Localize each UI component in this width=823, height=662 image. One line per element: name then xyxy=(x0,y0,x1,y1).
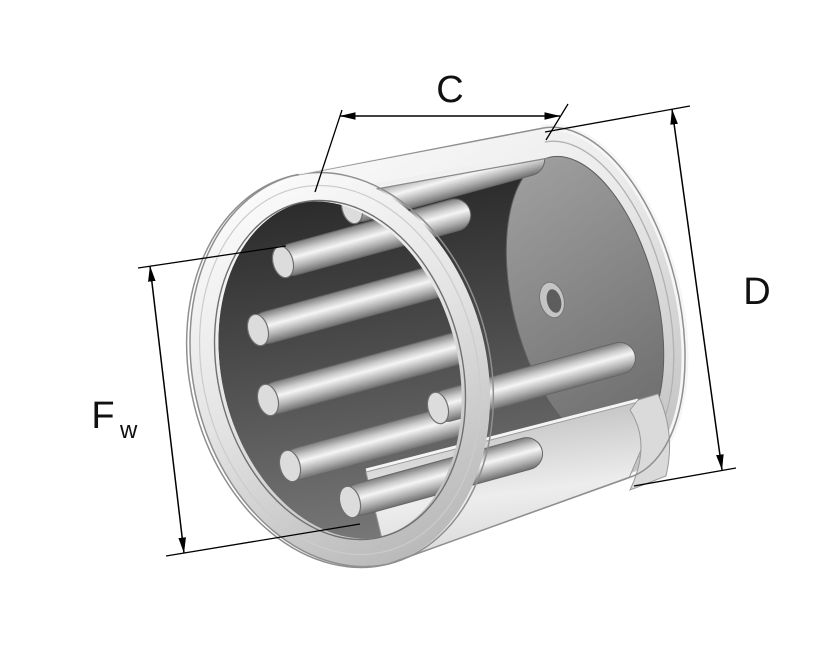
front-ring-crease xyxy=(198,184,482,556)
fw-extension-line-top xyxy=(137,245,287,269)
fw-dimension-line xyxy=(148,265,186,554)
roller-end-cap xyxy=(338,485,362,519)
shell-cut-edge-bottom-highlight xyxy=(365,398,639,472)
roller-end-cap xyxy=(246,313,270,347)
needle-roller xyxy=(271,198,472,279)
cup-body-outline xyxy=(189,126,686,568)
c-extension-line-left xyxy=(314,109,343,193)
dimension-label-fw-sub: w xyxy=(119,417,138,444)
roller-end-cap xyxy=(426,391,450,425)
cup-top-highlight xyxy=(297,123,538,175)
front-ring-inner-outline xyxy=(213,199,467,541)
fw-extension-line-bottom xyxy=(165,523,361,557)
c-extension-line-right xyxy=(545,103,569,141)
dimensions xyxy=(137,103,737,557)
d-extension-line-bottom xyxy=(633,467,737,487)
roller-end-cap xyxy=(256,383,280,417)
roller-end-cap xyxy=(278,449,302,483)
dimension-label-c: C xyxy=(436,69,463,111)
dimension-label-d: D xyxy=(743,271,770,313)
lubrication-hole xyxy=(546,289,562,313)
d-extension-line-top xyxy=(544,105,691,133)
dimension-label-fw-main: F xyxy=(91,395,114,437)
needle-roller xyxy=(246,263,456,347)
d-dimension-line xyxy=(670,108,724,471)
